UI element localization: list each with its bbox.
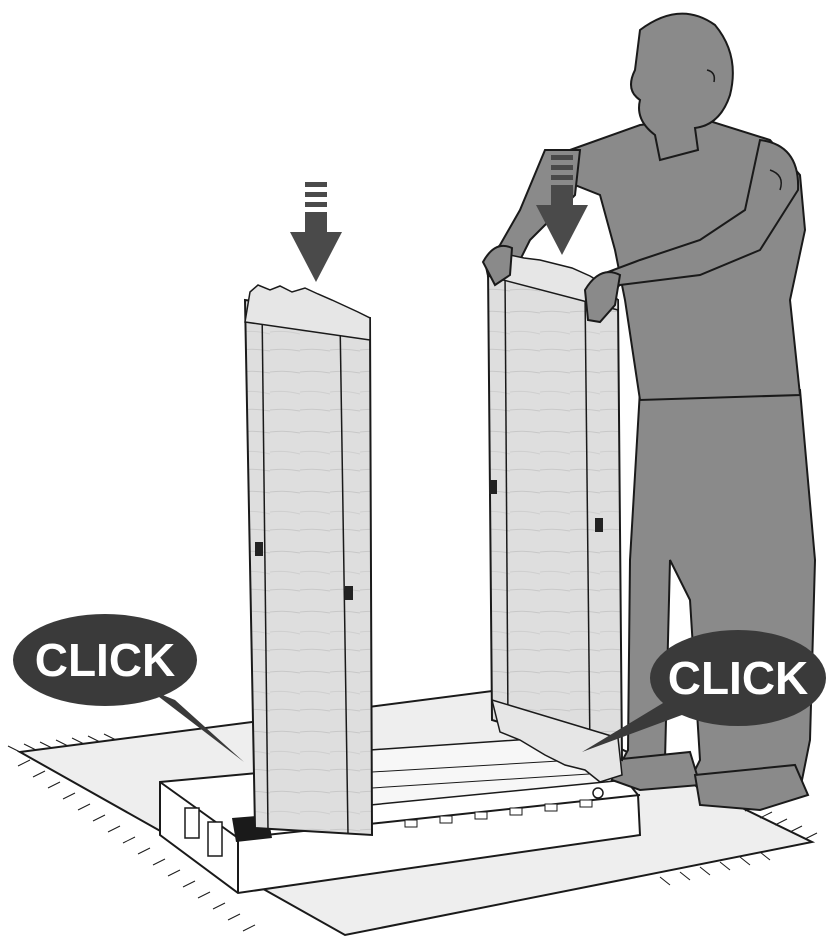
down-arrow-left-icon [290, 182, 342, 282]
click-callout-right-text: CLICK [668, 652, 809, 704]
left-side-panel [245, 285, 372, 835]
right-side-panel [483, 246, 622, 782]
click-callout-left-text: CLICK [35, 634, 176, 686]
